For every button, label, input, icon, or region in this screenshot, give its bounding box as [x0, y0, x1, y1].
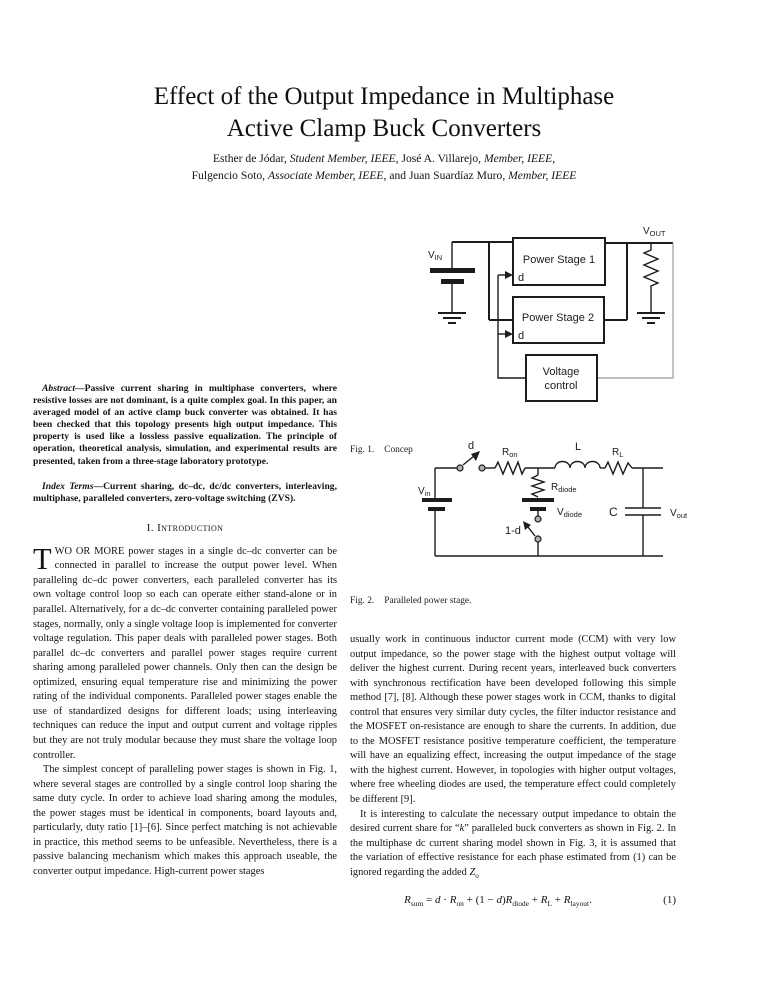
- fig2-inductor: [554, 460, 601, 469]
- fig2-rdiode-label: Rdiode: [551, 482, 577, 494]
- fig2-l-label: L: [575, 441, 581, 453]
- svg-text:Power Stage 1: Power Stage 1: [523, 254, 595, 266]
- svg-text:control: control: [544, 380, 577, 392]
- fig2-d-label: d: [468, 440, 474, 452]
- fig1-ground-left: [438, 312, 466, 324]
- right-paragraph-1: usually work in continuous inductor curr…: [350, 634, 676, 806]
- equation-body: Rsum = d · Ron + (1 − d)Rdiode + RL + Rl…: [404, 894, 592, 909]
- fig2-vin-label: Vin: [418, 486, 431, 498]
- fig2-ron-label: Ron: [502, 447, 518, 459]
- fig1-wires: [452, 241, 673, 321]
- svg-text:d: d: [518, 272, 524, 284]
- fig2-switch-1-d: [523, 515, 542, 556]
- paper-title: Effect of the Output Impedance in Multip…: [0, 81, 768, 145]
- figure1-caption: Fig. 1.Concep: [350, 445, 413, 455]
- paper-title-line2: Active Clamp Buck Converters: [226, 115, 542, 142]
- right-paragraph-2: It is interesting to calculate the neces…: [350, 808, 676, 880]
- fig2-wires: [435, 467, 663, 557]
- index-terms: Index Terms—Current sharing, dc–dc, dc/d…: [33, 480, 337, 504]
- right-column: usually work in continuous inductor curr…: [350, 633, 676, 909]
- fig1-vin-label: VIN: [428, 250, 442, 262]
- fig2-ron-resistor: [494, 460, 526, 476]
- fig1-input-battery: [430, 242, 475, 324]
- fig2-rdiode-branch: [522, 468, 554, 516]
- fig2-input-battery: [422, 468, 452, 556]
- fig1-feedback-wire: [497, 243, 674, 379]
- figure1-block-diagram: VIN VOUT Power Stage 1 d Power Stage 2 d…: [428, 226, 674, 402]
- fig2-rl-label: RL: [612, 447, 623, 459]
- fig2-vdiode-label: Vdiode: [557, 507, 582, 519]
- fig1-ground-right: [637, 312, 665, 324]
- figure2-caption: Fig. 2.Paralleled power stage.: [350, 596, 472, 606]
- left-column: Abstract—Passive current sharing in mult…: [33, 383, 337, 879]
- intro-paragraph-2: The simplest concept of paralleling powe…: [33, 764, 337, 877]
- fig2-switch-d: [456, 451, 486, 472]
- authors: Esther de Jódar, Student Member, IEEE, J…: [0, 151, 768, 184]
- fig1-power-stage-2: Power Stage 2 d: [512, 296, 605, 344]
- fig2-c-label: C: [609, 505, 618, 519]
- intro-paragraph-1-text: power stages in a single dc–dc converter…: [33, 545, 337, 761]
- svg-text:d: d: [518, 330, 524, 342]
- svg-text:Voltage: Voltage: [543, 366, 580, 378]
- section-heading-text: Introduction: [157, 521, 224, 534]
- fig2-rl-resistor: [604, 460, 633, 476]
- fig1-voltage-control: Voltage control: [525, 354, 598, 402]
- fig1-vout-label: VOUT: [643, 226, 666, 238]
- equation-1: Rsum = d · Ron + (1 − d)Rdiode + RL + Rl…: [350, 894, 676, 909]
- fig1-power-stage-1: Power Stage 1 d: [512, 237, 606, 286]
- intro-lead: WO OR MORE: [54, 545, 125, 557]
- equation-number: (1): [663, 894, 676, 907]
- abstract: Abstract—Passive current sharing in mult…: [33, 383, 337, 467]
- fig2-capacitor: [625, 468, 661, 556]
- fig2-vout-label: Vout: [670, 508, 688, 520]
- authors-line1: Esther de Jódar, Student Member, IEEE, J…: [212, 152, 556, 165]
- paper-title-line1: Effect of the Output Impedance in Multip…: [153, 83, 615, 110]
- authors-line2: Fulgencio Soto, Associate Member, IEEE, …: [191, 168, 577, 182]
- fig2-1-d-label: 1-d: [505, 525, 521, 537]
- svg-text:Power Stage 2: Power Stage 2: [522, 312, 594, 324]
- figure2-circuit-diagram: Vin d Ron L RL Rdiode Vdiode: [418, 440, 688, 557]
- section-heading: I. Introduction: [146, 521, 224, 534]
- fig1-load-resistor: [637, 243, 665, 324]
- dropcap: T: [33, 541, 52, 576]
